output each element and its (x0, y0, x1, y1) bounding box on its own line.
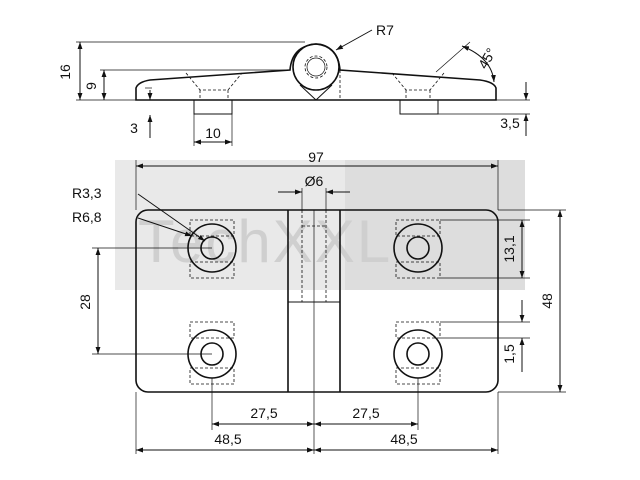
dim-label-13-1: 13,1 (501, 235, 517, 262)
dim-arc-45 (461, 45, 496, 83)
dim-label-1-5: 1,5 (501, 344, 517, 364)
hole-bottom-left (187, 321, 237, 385)
hole-circle (406, 342, 430, 366)
dim-label-48-5-right: 48,5 (390, 431, 417, 447)
dim-label-28: 28 (77, 294, 93, 310)
watermark: TechXXL (115, 160, 525, 290)
leader-r6-8 (137, 217, 193, 237)
leaf-split-left (299, 84, 317, 101)
hole-circle (406, 236, 430, 260)
boss-right (399, 99, 439, 115)
pin-hidden-circle (304, 55, 328, 79)
hole-bottom-right (393, 321, 443, 385)
dim-label-9: 9 (83, 82, 99, 90)
hinge-outline (135, 209, 499, 393)
knuckle-circle (292, 43, 340, 91)
side-profile (135, 43, 497, 101)
dim-label-r3-3: R3,3 (72, 185, 102, 201)
boss-hidden-bottom (395, 261, 441, 279)
counterbore-circle (393, 329, 443, 379)
top-view: 97 Ø6 R3,3 R6,8 28 48 13,1 1,5 (72, 149, 566, 454)
side-view: 16 9 3 10 R7 45° 3,5 (57, 22, 530, 146)
countersink-left (185, 72, 243, 91)
counterbore-circle (393, 223, 443, 273)
boss-left (193, 99, 233, 115)
countersink-right-bore (405, 90, 431, 100)
dim-label-97: 97 (308, 149, 324, 165)
boss-hidden-top (189, 219, 235, 237)
dim-label-r7: R7 (376, 22, 394, 38)
dim-label-45: 45° (475, 45, 499, 71)
boss-hidden-top (189, 321, 235, 339)
dim-label-3: 3 (130, 120, 138, 136)
dim-label-48-5-left: 48,5 (214, 431, 241, 447)
boss-hidden-top (395, 219, 441, 237)
dim-label-r6-8: R6,8 (72, 209, 102, 225)
watermark-shade (345, 160, 525, 290)
dim-label-d6: Ø6 (305, 173, 324, 189)
boss-hidden-top (395, 321, 441, 339)
pin-circle (306, 57, 326, 77)
dim-label-48: 48 (539, 293, 555, 309)
hole-top-right (393, 219, 443, 279)
countersink-left-bore (199, 90, 229, 100)
dim-label-16: 16 (57, 64, 73, 80)
leader-r3-3 (137, 193, 206, 242)
dim-label-3-5: 3,5 (500, 115, 520, 131)
countersink-right (391, 72, 445, 91)
ext-line-45 (435, 41, 471, 73)
dim-label-10: 10 (205, 125, 221, 141)
leaf-split-right (315, 84, 333, 101)
watermark-text: TechXXL (138, 208, 392, 275)
leader-r7 (335, 29, 373, 51)
dim-label-27-5-left: 27,5 (250, 405, 277, 421)
boss-hidden-bottom (189, 261, 235, 279)
dim-label-27-5-right: 27,5 (352, 405, 379, 421)
